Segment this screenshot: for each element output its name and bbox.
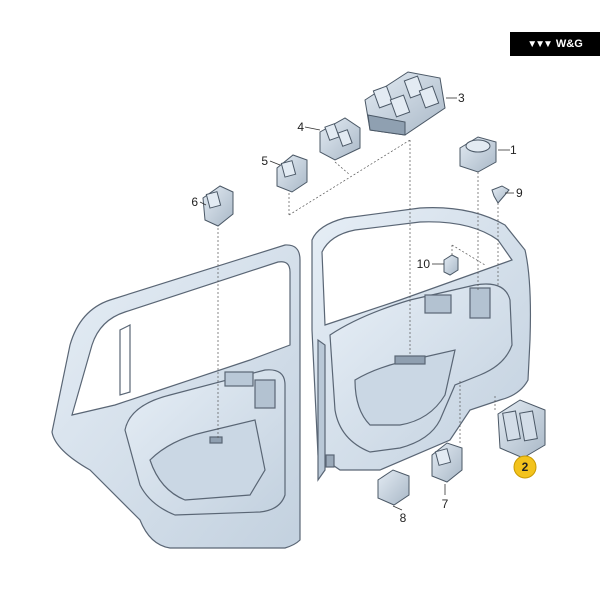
callout-8: 8 bbox=[400, 511, 407, 525]
front-door bbox=[311, 207, 532, 482]
callout-1: 1 bbox=[510, 143, 517, 157]
callout-5: 5 bbox=[261, 154, 268, 168]
wing-logo-icon: ▼▼▼ bbox=[527, 38, 553, 50]
part-5-switch[interactable] bbox=[276, 154, 308, 193]
part-7-switch[interactable] bbox=[431, 442, 463, 483]
brand-text: W&G bbox=[555, 38, 583, 50]
part-2-switch[interactable] bbox=[497, 399, 546, 459]
callout-2: 2 bbox=[522, 460, 529, 474]
part-3-window-switch-block[interactable] bbox=[364, 71, 446, 136]
part-8-switch[interactable] bbox=[377, 469, 410, 506]
brand-badge: ▼▼▼ W&G bbox=[510, 32, 600, 56]
part-4-switch[interactable] bbox=[319, 117, 361, 161]
part-1-mirror-switch[interactable] bbox=[459, 136, 497, 173]
dashed-guide-lines bbox=[217, 139, 499, 443]
part-9-clip[interactable] bbox=[491, 185, 510, 204]
callout-6: 6 bbox=[191, 195, 198, 209]
callout-4: 4 bbox=[297, 120, 304, 134]
part-6-switch[interactable] bbox=[202, 185, 234, 227]
callout-7: 7 bbox=[442, 497, 449, 511]
callout-2-highlight bbox=[513, 455, 537, 479]
callout-10: 10 bbox=[417, 257, 431, 271]
rear-door bbox=[51, 244, 301, 549]
callout-9: 9 bbox=[516, 186, 523, 200]
callout-3: 3 bbox=[458, 91, 465, 105]
